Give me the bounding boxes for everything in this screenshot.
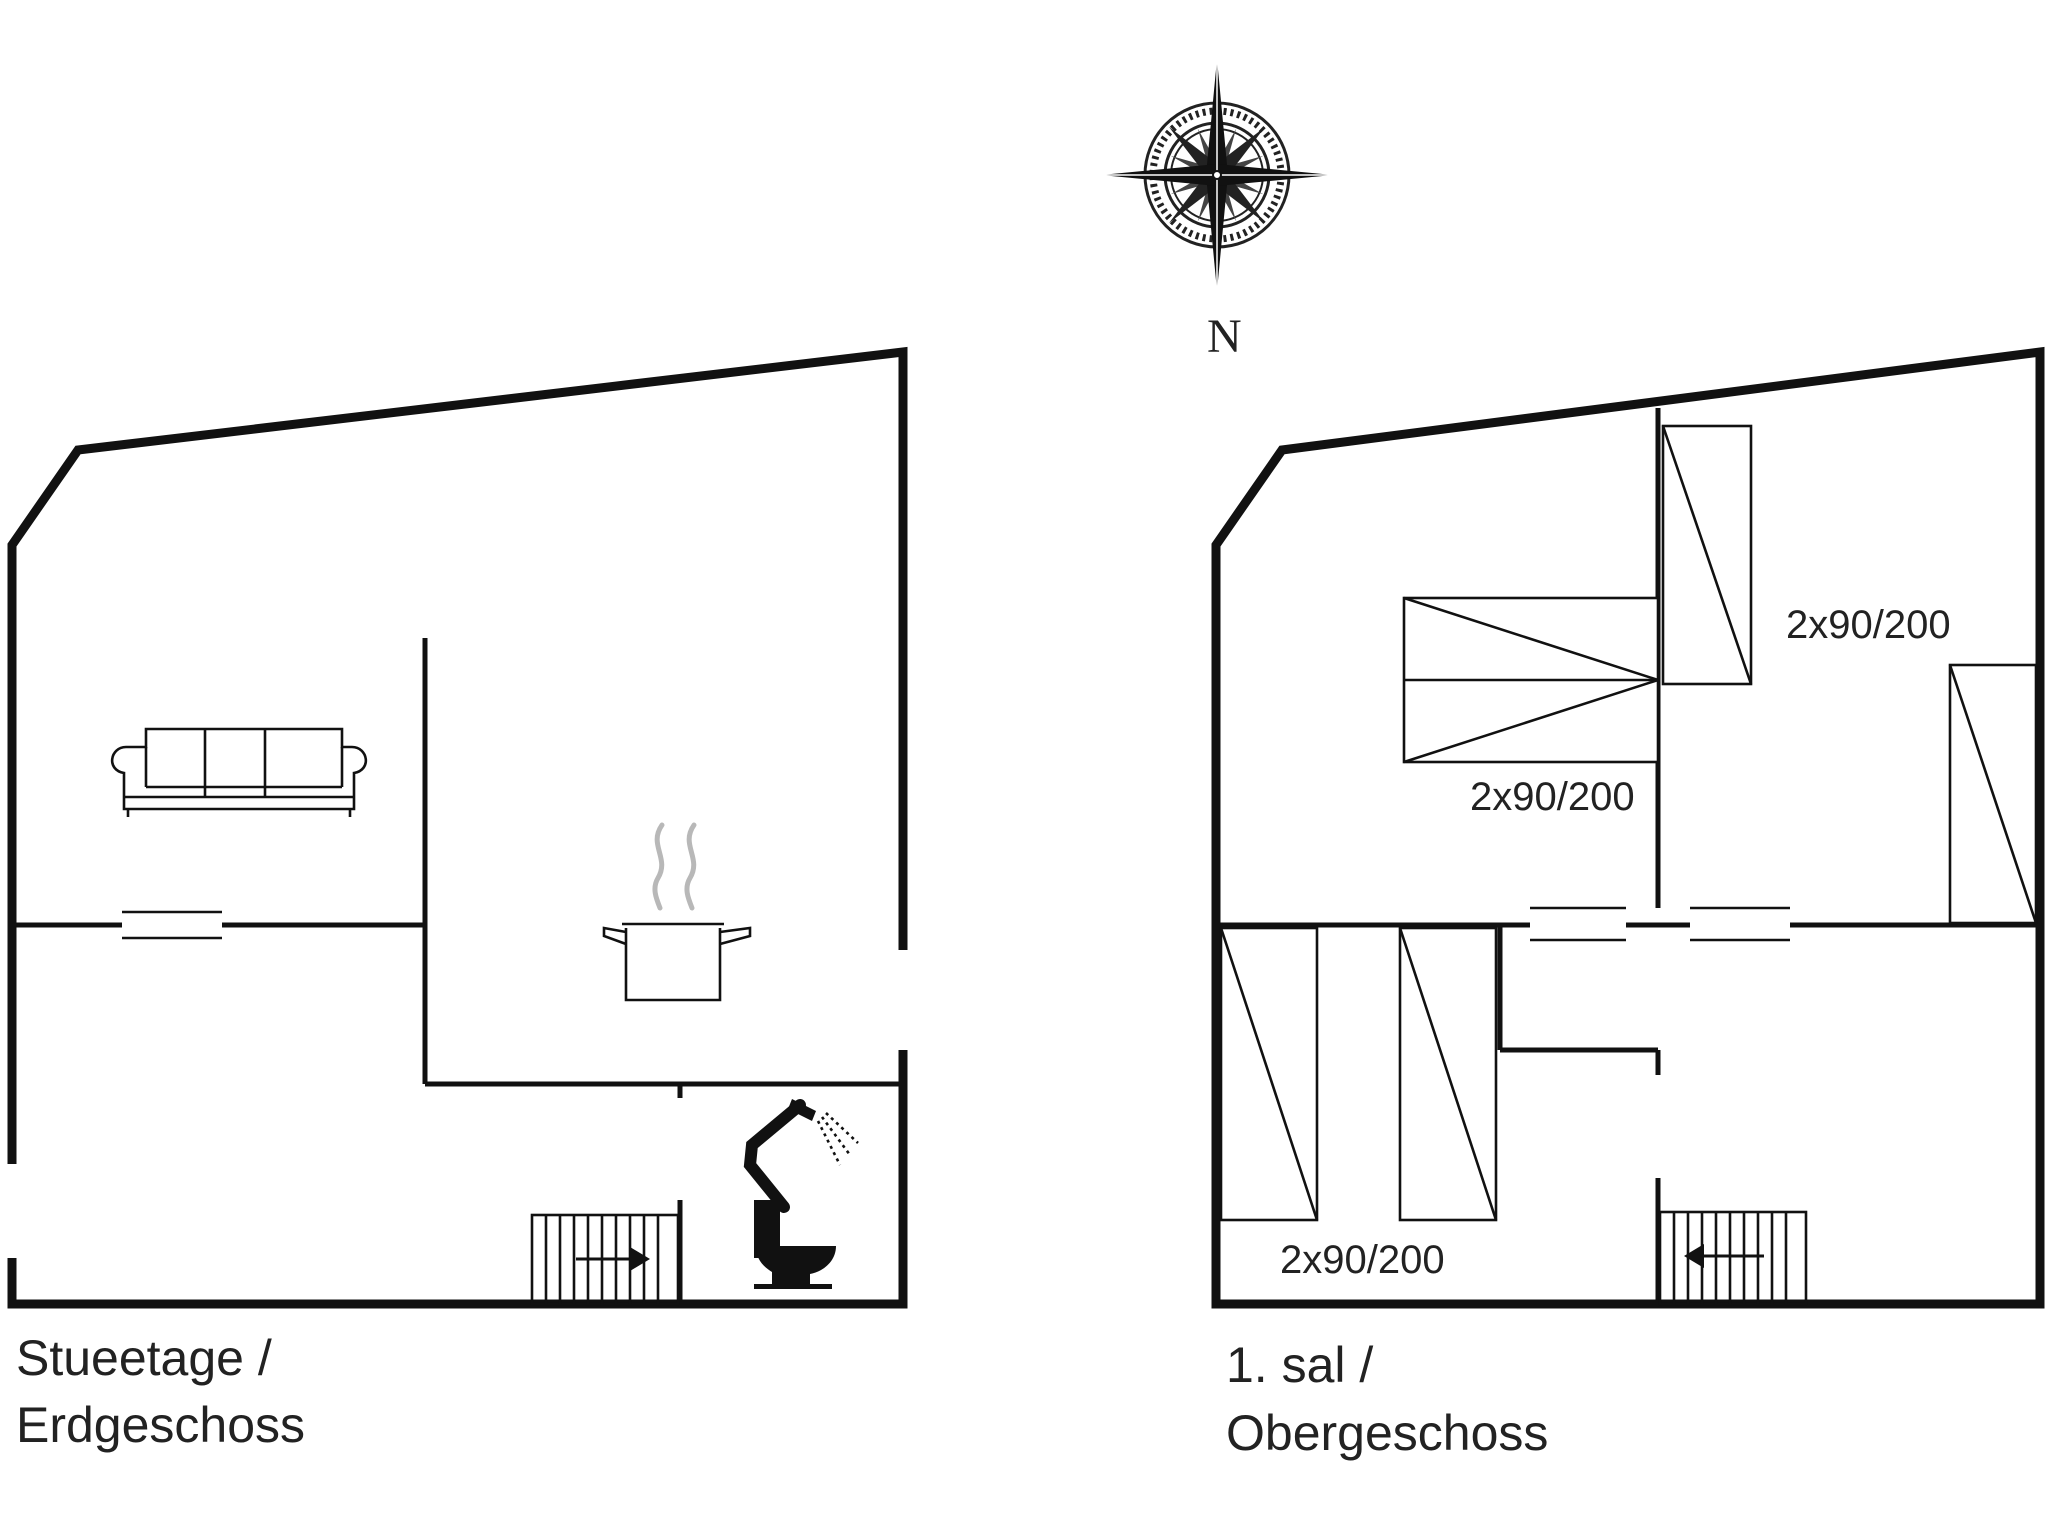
- staircase-icon: [1658, 1210, 1808, 1306]
- bed-icon: [1398, 926, 1498, 1222]
- ground-floor-label-line2: Erdgeschoss: [16, 1397, 305, 1453]
- bed-label: 2x90/200: [1470, 775, 1635, 819]
- first-exterior-wall: [1211, 346, 2045, 1309]
- ground-exterior-wall-bottom: [7, 1050, 908, 1309]
- bed-icon: [1402, 596, 1660, 764]
- bed-label: 2x90/200: [1280, 1238, 1445, 1282]
- bed-label: 2x90/200: [1786, 603, 1951, 647]
- staircase-icon: [530, 1213, 680, 1306]
- bed-icon: [1948, 663, 2038, 925]
- cooking-pot-icon: [602, 822, 752, 1002]
- sofa-icon: [110, 727, 368, 817]
- ground-exterior-wall: [7, 346, 908, 1164]
- toilet-icon: [754, 1200, 836, 1289]
- ground-floor-plan: Stueetage / Erdgeschoss: [7, 346, 908, 1453]
- bed-icon: [1661, 424, 1753, 686]
- shower-icon: [743, 1099, 859, 1213]
- bed-icon: [1219, 926, 1319, 1222]
- first-floor-label-line1: 1. sal /: [1226, 1337, 1373, 1393]
- ground-floor-label-line1: Stueetage /: [16, 1330, 272, 1386]
- first-floor-label-line2: Obergeschoss: [1226, 1405, 1548, 1461]
- first-floor-plan: 2x90/200 2x90/200 2x90/200: [1211, 346, 2045, 1461]
- compass-rose-icon: [1101, 59, 1333, 291]
- north-label: N: [1207, 310, 1242, 363]
